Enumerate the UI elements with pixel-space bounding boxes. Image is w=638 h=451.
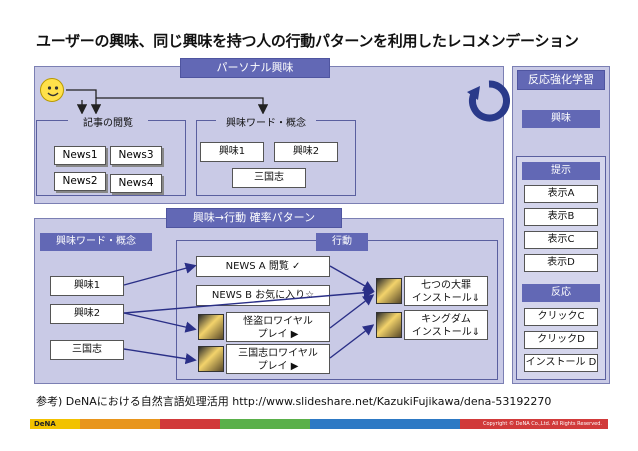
install-kingdom: キングダム インストール⇓ (404, 310, 488, 340)
action-kaitou-royale: 怪盗ロワイヤル プレイ ▶ (226, 312, 330, 342)
footer-color-bar (30, 419, 608, 429)
footer-bar-orange (80, 419, 160, 429)
reaction-item-click-c: クリックC (524, 308, 598, 326)
game-thumbnail-icon (376, 312, 402, 338)
interest-word-3: 三国志 (232, 168, 306, 188)
footer-bar-red (160, 419, 220, 429)
game-thumbnail-icon (376, 278, 402, 304)
present-item-a: 表示A (524, 185, 598, 203)
news-3: News3 (110, 146, 162, 165)
action-news-a: NEWS A 閲覧 ✓ (196, 256, 330, 277)
game-thumbnail-icon (198, 346, 224, 372)
footer-bar-yellow (30, 419, 80, 429)
action-sangokushi-royale: 三国志ロワイヤル プレイ ▶ (226, 344, 330, 374)
present-item-b: 表示B (524, 208, 598, 226)
present-item-d: 表示D (524, 254, 598, 272)
pattern-banner: 興味→行動 確率パターン (166, 208, 342, 228)
footer-bar-green (220, 419, 310, 429)
game-thumbnail-icon (198, 314, 224, 340)
install-nanatsu: 七つの大罪 インストール⇓ (404, 276, 488, 306)
news-1: News1 (54, 146, 106, 165)
interest-word-label: 興味ワード・概念 (216, 114, 316, 134)
article-view-label: 記事の閲覧 (68, 114, 148, 134)
pattern-interest-3: 三国志 (50, 340, 124, 360)
present-label: 提示 (522, 162, 600, 180)
pattern-interest-2: 興味2 (50, 304, 124, 324)
cycle-arrow-icon (466, 78, 512, 128)
present-item-c: 表示C (524, 231, 598, 249)
dena-logo: DeNA (34, 420, 56, 428)
interest-word-2: 興味2 (274, 142, 338, 162)
page-title: ユーザーの興味、同じ興味を持つ人の行動パターンを利用したレコメンデーション (36, 32, 579, 50)
reinforcement-interest: 興味 (522, 110, 600, 128)
reinforcement-banner: 反応強化学習 (517, 70, 605, 90)
reaction-label: 反応 (522, 284, 600, 302)
pattern-right-label: 行動 (316, 233, 368, 251)
footer-bar-blue (310, 419, 460, 429)
news-2: News2 (54, 172, 106, 191)
interest-word-1: 興味1 (200, 142, 264, 162)
footer-bar-red-right (460, 419, 608, 429)
personal-interest-banner: パーソナル興味 (180, 58, 330, 78)
pattern-interest-1: 興味1 (50, 276, 124, 296)
copyright-text: Copyright © DeNA Co.,Ltd. All Rights Res… (482, 421, 602, 427)
reaction-item-install-d: インストール D (524, 354, 598, 372)
pattern-left-label: 興味ワード・概念 (40, 233, 152, 251)
news-4: News4 (110, 174, 162, 193)
smiley-face-icon (40, 78, 64, 102)
reaction-item-click-d: クリックD (524, 331, 598, 349)
reference-text: 参考) DeNAにおける自然言語処理活用 http://www.slidesha… (36, 395, 552, 408)
